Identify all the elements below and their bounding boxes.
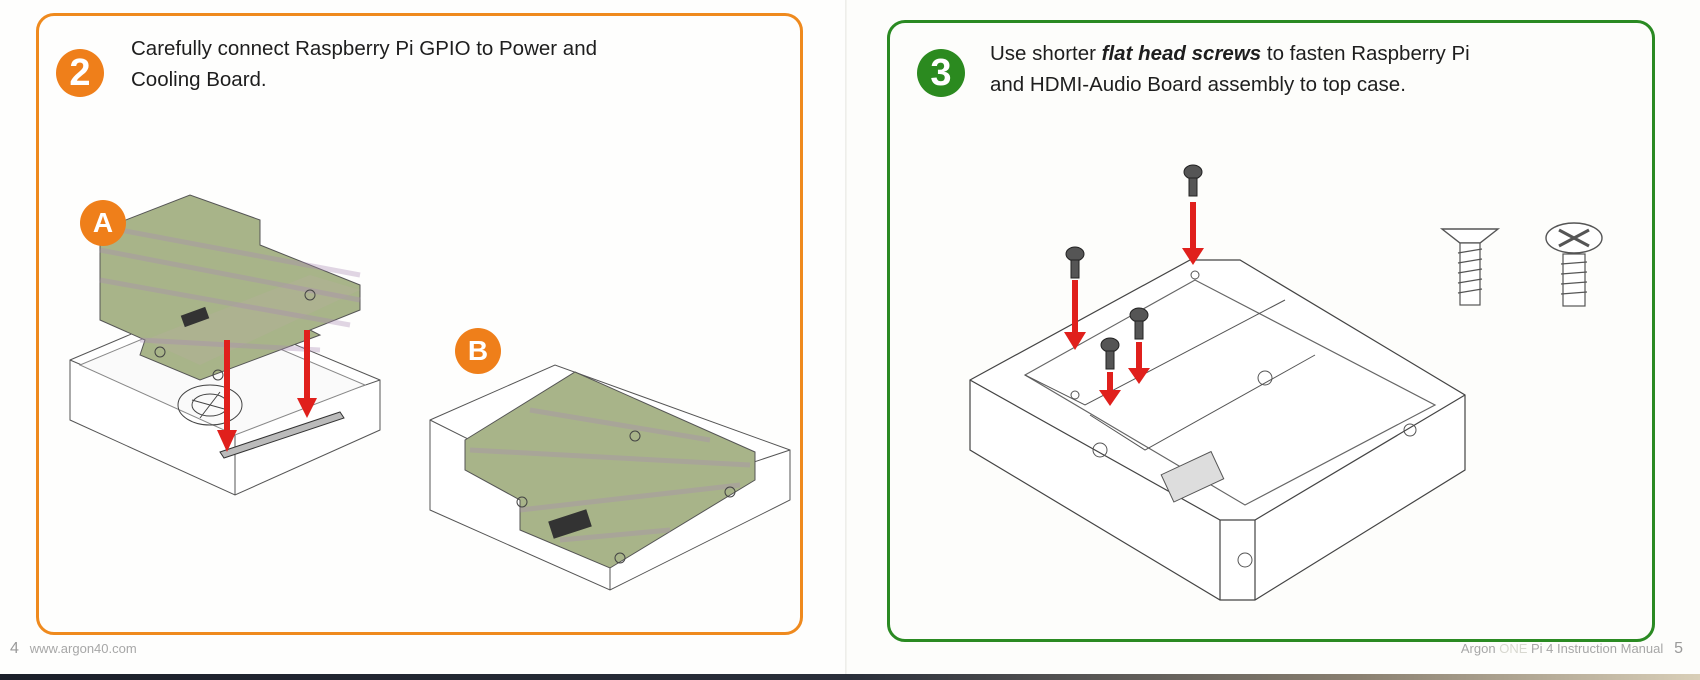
down-arrow-icon	[1099, 372, 1121, 406]
board-outline	[1024, 299, 1316, 503]
flat-head-screw-icon	[1439, 228, 1501, 306]
screw-icon	[1183, 164, 1203, 197]
raspberry-pi-board	[464, 371, 756, 569]
step-3-text-suffix: to fasten Raspberry Pi	[1261, 42, 1470, 65]
screw-icon	[1065, 246, 1085, 279]
step-2-line-2: Cooling Board.	[131, 68, 267, 91]
step-3-text-prefix: Use shorter	[990, 42, 1102, 65]
left-footer: 4 www.argon40.com	[10, 640, 137, 658]
screw-fastening-illustration	[969, 164, 1466, 601]
fan-icon	[177, 384, 243, 426]
footer-brand: Argon	[1460, 641, 1496, 656]
step-3-panel	[887, 20, 1655, 642]
scan-edge	[0, 674, 1700, 680]
pan-head-screw-icon	[1545, 222, 1603, 307]
page-number-left: 4	[10, 640, 19, 657]
page-number-right: 5	[1674, 640, 1683, 657]
step-3-line-1: Use shorter flat head screws to fasten R…	[990, 38, 1470, 69]
gpio-header	[219, 411, 345, 459]
pi-board-seated-illustration	[429, 364, 791, 591]
figure-a-badge: A	[80, 200, 126, 246]
step-3-emphasis: flat head screws	[1101, 42, 1262, 65]
down-arrow-icon	[1182, 202, 1204, 265]
page-fold	[845, 0, 847, 676]
step-2-instruction: Carefully connect Raspberry Pi GPIO to P…	[131, 33, 597, 95]
website-link[interactable]: www.argon40.com	[29, 641, 137, 656]
down-arrow-icon	[217, 340, 237, 452]
step-2-badge: 2	[56, 49, 104, 97]
screw-icon	[1100, 337, 1120, 370]
pi-board-insertion-illustration	[69, 194, 381, 496]
down-arrow-icon	[1128, 342, 1150, 384]
raspberry-pi-board	[99, 194, 361, 381]
step-3-instruction: Use shorter flat head screws to fasten R…	[990, 38, 1470, 100]
down-arrow-icon	[1064, 280, 1086, 350]
down-arrow-icon	[297, 330, 317, 418]
footer-product: ONE	[1499, 641, 1528, 656]
step-2-panel	[36, 13, 803, 635]
screw-icon	[1129, 307, 1149, 340]
footer-suffix: Pi 4 Instruction Manual	[1531, 641, 1664, 656]
case-outline	[969, 259, 1466, 601]
mount-hole	[1070, 270, 1417, 568]
step-3-badge: 3	[917, 49, 965, 97]
right-footer: Argon ONE Pi 4 Instruction Manual 5	[1461, 640, 1683, 658]
step-3-line-2: and HDMI-Audio Board assembly to top cas…	[990, 73, 1406, 96]
figure-b-badge: B	[455, 328, 501, 374]
step-2-line-1: Carefully connect Raspberry Pi GPIO to P…	[131, 37, 598, 60]
